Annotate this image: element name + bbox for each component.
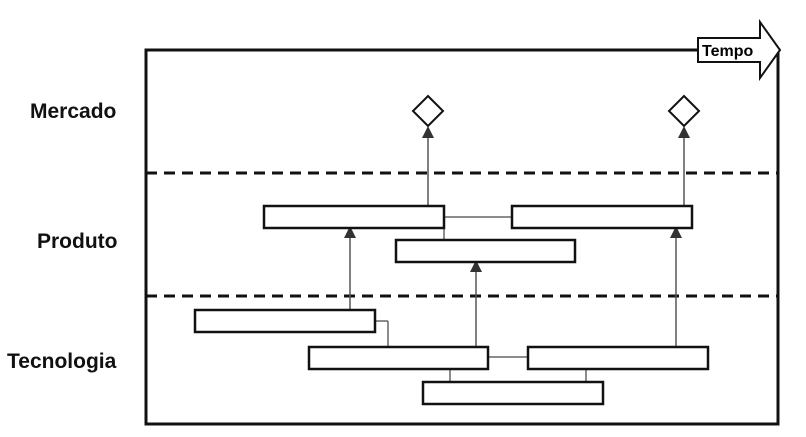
- market-milestone-diamond-1: [411, 94, 445, 128]
- market-milestone-diamond-2: [667, 94, 701, 128]
- box-connectors: [374, 216, 587, 382]
- technology-box-3: [526, 345, 710, 371]
- layer-label-tecnologia: Tecnologia: [7, 350, 117, 373]
- product-box-1: [262, 204, 446, 230]
- technology-box-2: [307, 345, 490, 371]
- product-box-2: [510, 204, 694, 230]
- technology-box-4: [421, 380, 605, 406]
- diagram-frame: [144, 48, 780, 426]
- layer-label-produto: Produto: [37, 230, 118, 253]
- time-arrow: Tempo: [697, 18, 782, 82]
- layer-label-mercado: Mercado: [30, 100, 117, 123]
- product-box-3: [394, 238, 577, 264]
- dependency-arrows: [344, 126, 690, 347]
- time-arrow-label: Tempo: [702, 43, 753, 60]
- technology-box-1: [193, 308, 377, 334]
